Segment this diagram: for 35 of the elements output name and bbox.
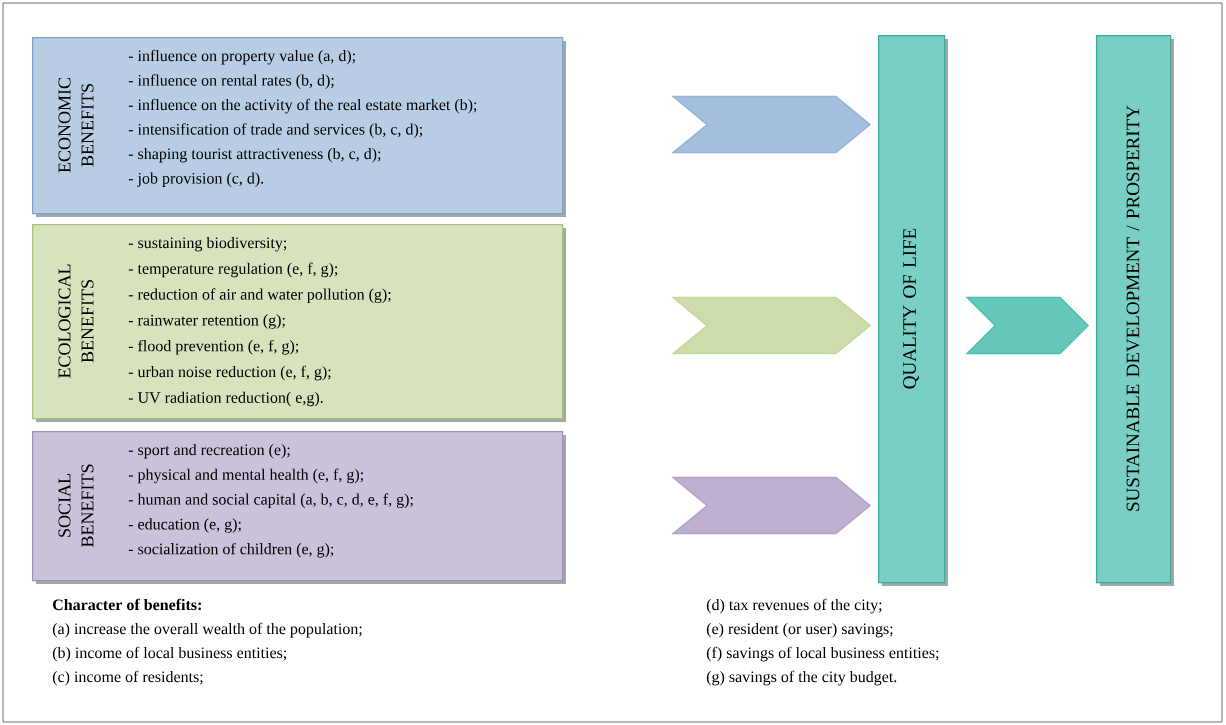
- bullet-item: - physical and mental health (e, f, g);: [128, 468, 363, 484]
- bullet-item: - flood prevention (e, f, g);: [128, 339, 299, 355]
- bullet-item: - influence on rental rates (b, d);: [128, 74, 334, 89]
- legend-heading: Character of benefits:: [53, 598, 201, 611]
- bullet-item: - influence on the activity of the real estate market (b);: [128, 98, 477, 114]
- bullet-item: - intensification of trade and services (b, c, d);: [128, 123, 422, 138]
- legend-item: (b) income of local business entities;: [52, 646, 287, 662]
- heading: QUALITY OF LIFE: [903, 228, 919, 389]
- bullet-item: - rainwater retention (g);: [128, 314, 285, 329]
- heading: ECONOMIC BENEFITS: [58, 78, 94, 173]
- legend-item: (d) tax revenues of the city;: [706, 598, 882, 614]
- heading: SUSTAINABLE DEVELOPMENT / PROSPERITY: [1126, 105, 1140, 511]
- chevron-arrow: [965, 296, 1090, 355]
- bullet-item: - sustaining biodiversity;: [128, 236, 287, 252]
- bullet-item: - UV radiation reduction( e,g).: [128, 391, 323, 407]
- chevron-arrow: [671, 296, 872, 355]
- legend-item: (c) income of residents;: [52, 670, 203, 686]
- bullet-item: - job provision (c, d).: [128, 172, 264, 187]
- heading: ECOLOGICAL BENEFITS: [58, 264, 94, 378]
- legend-item: (g) savings of the city budget.: [706, 670, 897, 686]
- bullet-item: - influence on property value (a, d);: [128, 49, 355, 65]
- chevron-arrow: [671, 95, 872, 154]
- bullet-item: - sport and recreation (e);: [128, 443, 290, 459]
- legend-item: (a) increase the overall wealth of the population;: [52, 622, 362, 638]
- bullet-item: - education (e, g);: [128, 518, 241, 533]
- chevron-arrow: [671, 476, 872, 535]
- legend-item: (f) savings of local business entities;: [706, 646, 939, 662]
- bullet-item: - socialization of children (e, g);: [128, 542, 334, 558]
- bullet-item: - reduction of air and water pollution (g);: [128, 288, 391, 304]
- bullet-item: - shaping tourist attractiveness (b, c, d);: [128, 147, 381, 163]
- bullet-item: - temperature regulation (e, f, g);: [128, 262, 338, 278]
- legend-item: (e) resident (or user) savings;: [706, 622, 893, 638]
- bullet-item: - human and social capital (a, b, c, d, e, f, g);: [128, 493, 413, 509]
- bullet-item: - urban noise reduction (e, f, g);: [128, 365, 331, 381]
- heading: SOCIAL BENEFITS: [58, 464, 94, 547]
